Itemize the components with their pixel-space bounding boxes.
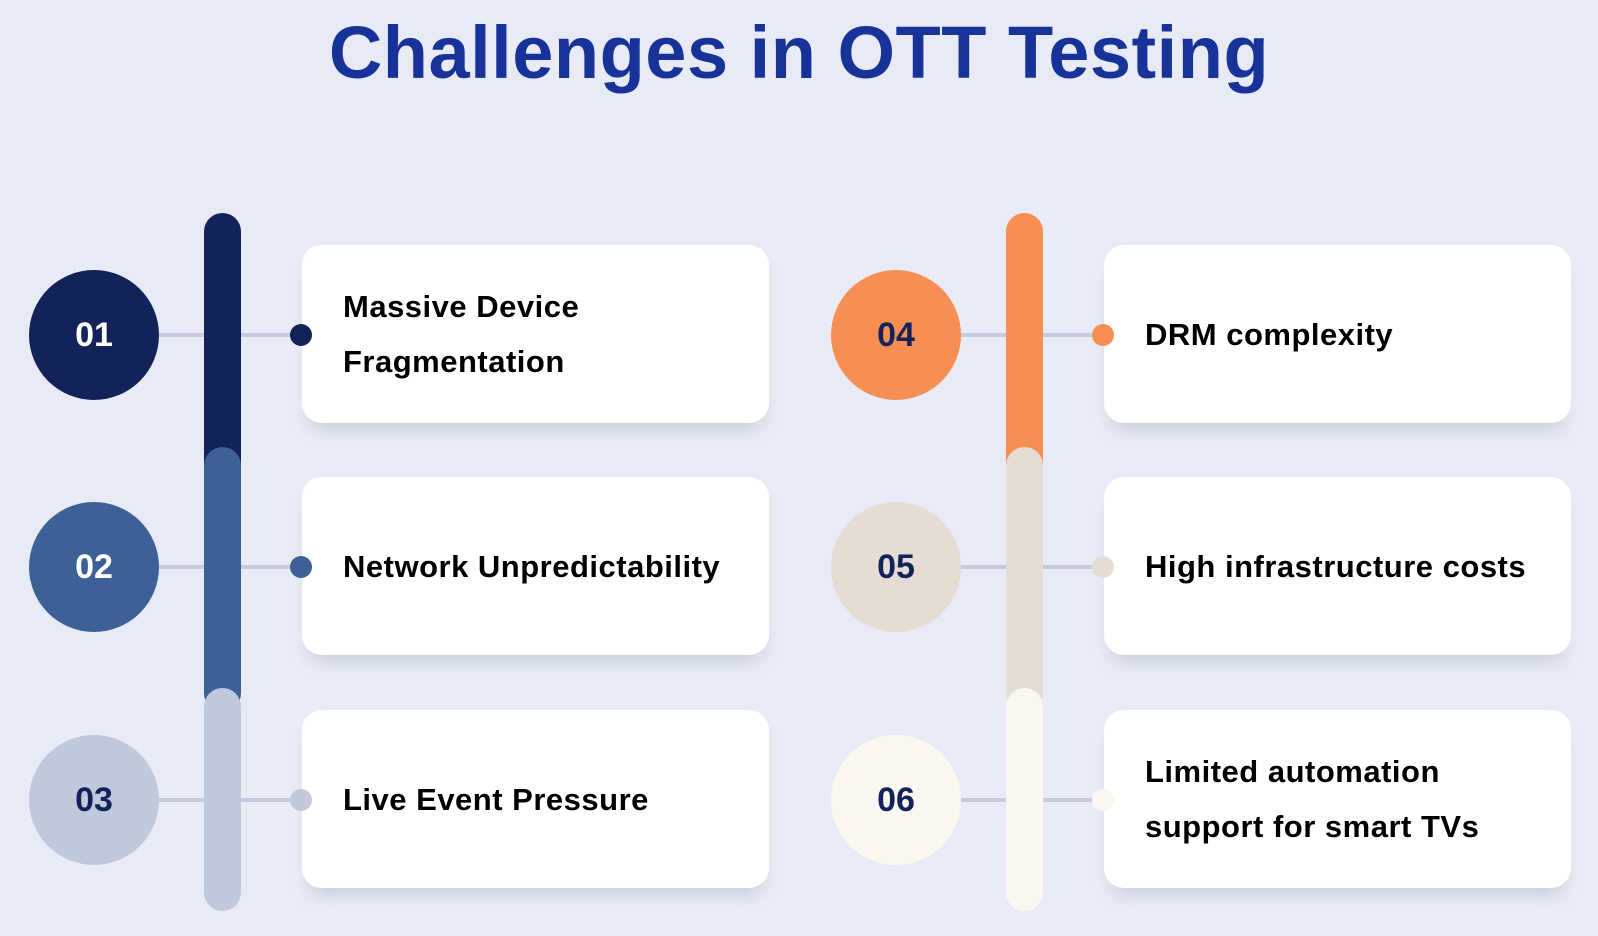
connector-line [896, 798, 1106, 802]
connector-line [94, 333, 304, 337]
step-number-badge: 05 [831, 502, 961, 632]
challenge-label: Network Unpredictability [343, 548, 721, 584]
connector-line [94, 798, 304, 802]
connector-dot [1092, 556, 1114, 578]
timeline-bar-segment [1006, 447, 1043, 712]
connector-dot [1092, 789, 1114, 811]
step-number: 04 [877, 315, 915, 354]
step-number-badge: 01 [29, 270, 159, 400]
connector-line [896, 333, 1106, 337]
step-number-badge: 03 [29, 735, 159, 865]
timeline-bar-segment [204, 447, 241, 712]
connector-dot [290, 556, 312, 578]
challenge-label: DRM complexity [1145, 316, 1394, 352]
step-number-badge: 02 [29, 502, 159, 632]
timeline-bar-segment [1006, 213, 1043, 483]
challenge-label: High infrastructure costs [1145, 548, 1527, 584]
connector-dot [290, 789, 312, 811]
right-column: 04 DRM complexity 05 High infrastructure co… [802, 0, 1598, 936]
connector-dot [290, 324, 312, 346]
connector-line [896, 565, 1106, 569]
step-number-badge: 06 [831, 735, 961, 865]
connector-dot [1092, 324, 1114, 346]
step-number: 03 [75, 780, 113, 819]
step-number: 06 [877, 780, 915, 819]
left-column: 01 Massive Device Fragmentation 02 Network … [29, 213, 769, 911]
step-number-badge: 04 [831, 270, 961, 400]
page-title: Challenges in OTT Testing [328, 11, 1270, 94]
challenge-label: Live Event Pressure [343, 781, 649, 817]
challenge-card: Massive Device Fragmentation [302, 245, 769, 423]
challenge-card: Limited automation support for smart TVs [1104, 710, 1571, 888]
challenge-card: High infrastructure costs [1104, 477, 1571, 655]
step-number: 01 [75, 315, 113, 354]
step-number: 02 [75, 547, 113, 586]
challenge-card: DRM complexity [1104, 245, 1571, 423]
challenge-label: Massive Device Fragmentation [343, 289, 580, 379]
connector-line [94, 565, 304, 569]
challenge-label: Limited automation support for smart TVs [1145, 754, 1480, 844]
timeline-bar-segment [204, 213, 241, 483]
step-number: 05 [877, 547, 915, 586]
challenge-card: Network Unpredictability [302, 477, 769, 655]
challenge-card: Live Event Pressure [302, 710, 769, 888]
timeline-bar-segment [204, 688, 241, 911]
timeline-bar-segment [1006, 688, 1043, 911]
